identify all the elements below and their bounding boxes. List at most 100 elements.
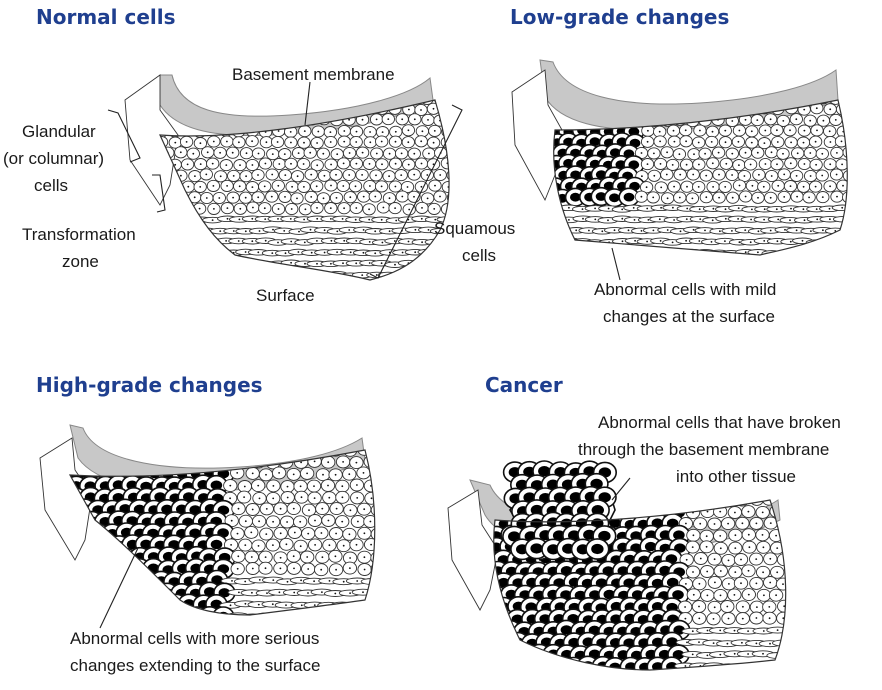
abnormal-nucleus [134,564,146,573]
nucleus [829,185,831,187]
nucleus [271,174,273,176]
abnormal-nucleus [525,662,537,671]
abnormal-cell [479,610,500,629]
nucleus [76,462,78,464]
nucleus [278,163,280,165]
nucleus [848,252,850,254]
cell [843,192,855,203]
glandular-label-2: (or columnar) [3,149,104,168]
nucleus [719,630,721,632]
abnormal-cell [633,490,654,509]
nucleus [415,229,417,231]
nucleus [245,251,247,253]
nucleus [641,152,643,154]
nucleus [420,109,422,111]
cell [248,272,268,278]
nucleus [790,142,792,144]
nucleus [434,185,436,187]
abnormal-nucleus [530,543,542,553]
nucleus [324,97,326,99]
nucleus [349,615,351,617]
nucleus [220,175,222,177]
nucleus [349,196,351,198]
nucleus [310,229,312,231]
nucleus [272,544,274,546]
nucleus [300,579,302,581]
nucleus [207,274,209,276]
nucleus [237,568,239,570]
nucleus [725,208,727,210]
nucleus [686,218,688,220]
nucleus [634,240,636,242]
nucleus [713,208,715,210]
cell [371,445,384,457]
nucleus [789,219,791,221]
nucleus [374,252,376,254]
nucleus [389,197,391,199]
nucleus [836,174,838,176]
nucleus [284,96,286,98]
abnormal-cell [620,491,641,510]
abnormal-nucleus [484,602,496,611]
nucleus [376,153,378,155]
nucleus [748,511,750,513]
nucleus [192,98,194,100]
nucleus [199,131,201,133]
nucleus [239,164,241,166]
nucleus [168,450,170,452]
nucleus [829,240,831,242]
abnormal-cell [536,657,557,676]
nucleus [194,230,196,232]
cell [660,93,672,104]
nucleus [371,497,373,499]
nucleus [272,498,274,500]
nucleus [194,274,196,276]
nucleus [155,273,157,275]
nucleus [691,97,693,99]
nucleus [742,618,744,620]
nucleus [782,120,784,122]
nucleus [362,119,364,121]
abnormal-cell [486,646,507,665]
nucleus [279,591,281,593]
nucleus [640,97,642,99]
nucleus [251,240,253,242]
nucleus [400,273,402,275]
glandular-label-1: Glandular [22,122,96,141]
nucleus [757,152,759,154]
nucleus [734,594,736,596]
abnormal-nucleus [65,564,77,573]
cell [617,250,637,256]
cell [253,92,265,103]
nucleus [600,251,602,253]
cell [844,114,856,125]
nucleus [815,164,817,166]
nucleus [728,583,730,585]
nucleus [673,219,675,221]
nucleus [316,218,318,220]
nucleus [734,630,736,632]
cell [190,444,203,456]
abnormal-cell [494,657,515,676]
cell [673,93,685,104]
abnormal-nucleus [79,613,91,622]
abnormal-nucleus [85,601,97,610]
nucleus [755,558,757,560]
nucleus [588,251,590,253]
nucleus [756,119,758,121]
nucleus [265,474,267,476]
nucleus [842,109,844,111]
nucleus [568,219,570,221]
cell [288,444,301,456]
nucleus [756,523,758,525]
nucleus [698,142,700,144]
nucleus [285,604,287,606]
nucleus [316,164,318,166]
nucleus [310,174,312,176]
nucleus [401,153,403,155]
cell [444,271,464,277]
nucleus [199,186,201,188]
abnormal-cell [61,559,82,578]
nucleus [756,583,758,585]
nucleus [298,231,300,233]
